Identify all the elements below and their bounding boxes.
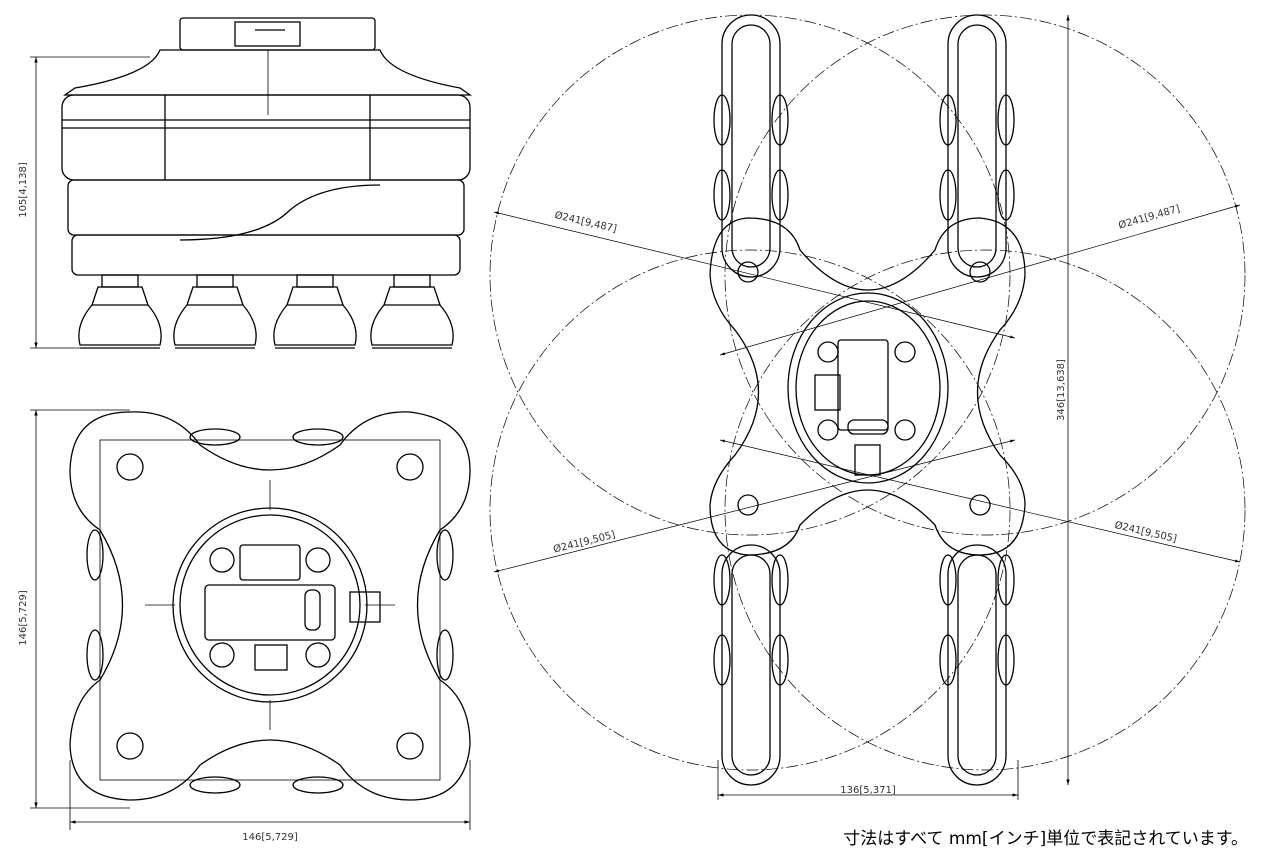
center-hub — [787, 292, 949, 484]
diameter-label-top-right: Ø241[9,487] — [1117, 203, 1181, 232]
work-area-height-label: 346[13,638] — [1056, 359, 1067, 421]
side-view — [61, 17, 473, 349]
side-view-height-dimension — [30, 56, 150, 349]
diameter-label-bottom-right: Ø241[9,505] — [1113, 519, 1178, 545]
top-width-label: 146[5,729] — [242, 832, 298, 843]
diameter-label-top-left: Ø241[9,487] — [553, 209, 618, 235]
cross-plate — [69, 411, 471, 801]
mount-hole — [116, 732, 144, 760]
body-lower — [71, 234, 461, 276]
center-hub — [172, 507, 368, 703]
top-view — [69, 411, 471, 801]
body-upper — [61, 94, 471, 181]
units-note: 寸法はすべて mm[インチ]単位で表記されています。 — [843, 829, 1248, 849]
mount-hole — [396, 732, 424, 760]
mount-hole — [396, 453, 424, 481]
diameter-lines — [493, 204, 1241, 573]
top-view-dimensions — [30, 409, 471, 830]
suction-cups — [78, 274, 454, 349]
body-middle — [67, 179, 465, 236]
work-area-dimensions — [717, 15, 1070, 800]
body-cap — [62, 49, 473, 96]
work-area-view — [489, 14, 1246, 800]
quick-changer — [179, 17, 376, 51]
reach-circles — [489, 14, 1246, 771]
cup-rails — [713, 14, 1015, 786]
top-height-label: 146[5,729] — [18, 590, 29, 646]
work-area-width-label: 136[5,371] — [840, 785, 896, 796]
diameter-label-bottom-left: Ø241[9,505] — [552, 529, 617, 556]
mount-hole — [116, 453, 144, 481]
side-height-label: 105[4,138] — [18, 162, 29, 218]
